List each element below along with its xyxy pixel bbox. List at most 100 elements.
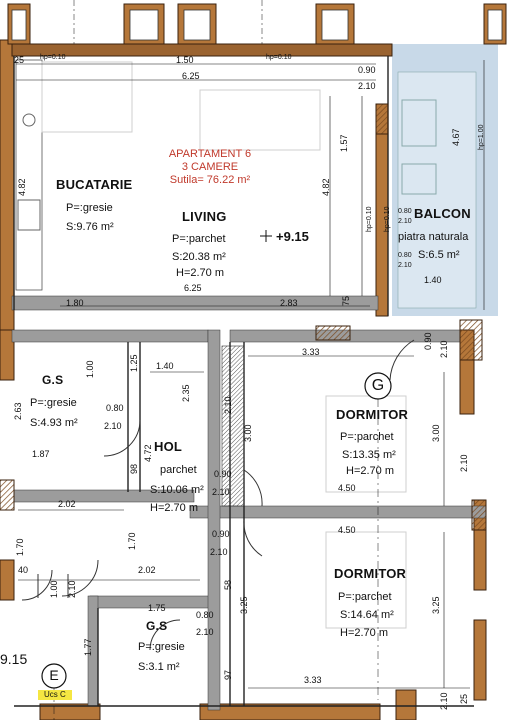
dim-157: 1.57 bbox=[339, 134, 349, 152]
room-name-living: LIVING bbox=[182, 209, 227, 224]
window-label-bw1: 0.80 bbox=[398, 208, 412, 215]
room-area-balcon: S:6.5 m² bbox=[418, 249, 460, 261]
room-area-dorm2: S:14.64 m² bbox=[340, 609, 394, 621]
door-label-d1: 0.90 bbox=[358, 65, 376, 75]
dim-180: 1.80 bbox=[66, 298, 84, 308]
window-glazing bbox=[11, 9, 503, 41]
dim-58: 58 bbox=[223, 579, 233, 590]
columns bbox=[0, 103, 487, 531]
door-swings bbox=[21, 339, 415, 651]
dim-210c: 2.10 bbox=[459, 454, 469, 472]
hp-label-2: hp=0.10 bbox=[266, 54, 292, 61]
room-floor-dorm2: P=:parchet bbox=[338, 591, 392, 603]
room-height-living: H=2.70 m bbox=[176, 267, 224, 279]
dim-325b: 3.25 bbox=[431, 596, 441, 614]
dim-210: 2.10 bbox=[223, 396, 233, 414]
room-name-dorm2: DORMITOR bbox=[334, 566, 407, 581]
door-label-d5: 0.80 bbox=[196, 610, 214, 620]
room-name-balcon: BALCON bbox=[414, 206, 471, 221]
dim-dorm2-width: 4.50 bbox=[338, 525, 356, 535]
room-area-hol: S:10.06 m² bbox=[150, 484, 204, 496]
dim-top-25: 25 bbox=[14, 55, 25, 65]
apartment-area: Sutila= 76.22 m² bbox=[169, 174, 251, 186]
dim-top-625: 6.25 bbox=[182, 71, 200, 81]
dim-187: 1.87 bbox=[32, 449, 50, 459]
apartment-title: APARTAMENT 6 3 CAMERE Sutila= 76.22 m² bbox=[160, 148, 260, 187]
window-bays bbox=[7, 3, 507, 45]
room-floor-living: P=:parchet bbox=[172, 233, 226, 245]
dim-170b: 1.70 bbox=[127, 532, 137, 550]
room-name-dorm1: DORMITOR bbox=[336, 407, 409, 422]
furniture bbox=[41, 61, 437, 629]
door-label-d7b: 2.10 bbox=[67, 580, 77, 598]
dim-333a: 3.33 bbox=[302, 347, 320, 357]
apartment-rooms: 3 CAMERE bbox=[181, 161, 239, 173]
hp-label-5: hp=0.10 bbox=[384, 206, 391, 233]
grid-label-e: E bbox=[49, 667, 59, 683]
kitchen-counter bbox=[15, 59, 43, 291]
dim-top-150: 1.50 bbox=[176, 55, 194, 65]
door-label-d3b: 2.10 bbox=[104, 421, 122, 431]
room-area-living: S:20.38 m² bbox=[172, 251, 226, 263]
dim-175: 1.75 bbox=[148, 603, 166, 613]
room-name-bucatarie: BUCATARIE bbox=[56, 177, 133, 192]
partition-bands bbox=[11, 295, 487, 711]
dimension-lines bbox=[16, 60, 485, 689]
dim-467: 4.67 bbox=[451, 128, 461, 146]
door-label-d5b: 2.10 bbox=[196, 627, 214, 637]
dim-97: 97 bbox=[223, 669, 233, 680]
door-label-d1b: 2.10 bbox=[358, 81, 376, 91]
room-floor-hol: parchet bbox=[160, 464, 197, 476]
dim-dorm1-width: 4.50 bbox=[338, 483, 356, 493]
room-floor-dorm1: P=:parchet bbox=[340, 431, 394, 443]
hp-label-3: hp=1.00 bbox=[478, 124, 485, 151]
room-area-dorm1: S:13.35 m² bbox=[342, 449, 396, 461]
dim-40: 40 bbox=[18, 565, 29, 575]
duct-shaft bbox=[221, 345, 245, 507]
dim-98: 98 bbox=[129, 463, 139, 474]
dim-210b: 2.10 bbox=[439, 692, 449, 710]
apartment-name: APARTAMENT 6 bbox=[168, 148, 252, 160]
stove-icon bbox=[17, 199, 41, 231]
dim-100: 1.00 bbox=[85, 360, 95, 378]
dim-140-hol: 1.40 bbox=[156, 361, 174, 371]
door-label-d2: 0.90 bbox=[423, 332, 433, 350]
room-name-gs2: G.S bbox=[146, 619, 168, 633]
room-floor-gs2: P=:gresie bbox=[138, 641, 185, 653]
dim-235: 2.35 bbox=[181, 384, 191, 402]
door-label-d6: 0.90 bbox=[212, 529, 230, 539]
room-name-hol: HOL bbox=[154, 439, 183, 454]
room-area-bucatarie: S:9.76 m² bbox=[66, 221, 114, 233]
elevation-label: +9.15 bbox=[276, 229, 309, 244]
dim-202a: 2.02 bbox=[58, 499, 76, 509]
dim-75: 75 bbox=[341, 295, 351, 306]
dim-177: 1.77 bbox=[83, 638, 93, 656]
level-label-left: 9.15 bbox=[0, 651, 28, 667]
stair-label: Ucs C bbox=[38, 690, 72, 700]
room-height-dorm2: H=2.70 m bbox=[340, 627, 388, 639]
dim-170a: 1.70 bbox=[15, 538, 25, 556]
sink-icon bbox=[22, 113, 36, 127]
hp-label-1: hp=0.10 bbox=[40, 54, 66, 61]
dim-25-bottom: 25 bbox=[459, 693, 469, 704]
dim-482b: 4.82 bbox=[321, 178, 331, 196]
grid-axes bbox=[73, 0, 263, 44]
dim-482a: 4.82 bbox=[17, 178, 27, 196]
dim-living-width: 6.25 bbox=[184, 283, 202, 293]
dim-325a: 3.25 bbox=[239, 596, 249, 614]
dim-472: 4.72 bbox=[143, 444, 153, 462]
window-label-bw2b: 2.10 bbox=[398, 262, 412, 269]
dim-283: 2.83 bbox=[280, 298, 298, 308]
door-label-d4: 0.90 bbox=[214, 469, 232, 479]
door-label-d7: 1.00 bbox=[49, 580, 59, 598]
window-label-bw1b: 2.10 bbox=[398, 218, 412, 225]
room-area-gs1: S:4.93 m² bbox=[30, 417, 78, 429]
room-floor-gs1: P=:gresie bbox=[30, 397, 77, 409]
door-label-d4b: 2.10 bbox=[212, 487, 230, 497]
dim-263: 2.63 bbox=[13, 402, 23, 420]
door-label-d6b: 2.10 bbox=[210, 547, 228, 557]
dim-125: 1.25 bbox=[129, 354, 139, 372]
balcony-inner bbox=[397, 71, 477, 309]
room-height-dorm1: H=2.70 m bbox=[346, 465, 394, 477]
